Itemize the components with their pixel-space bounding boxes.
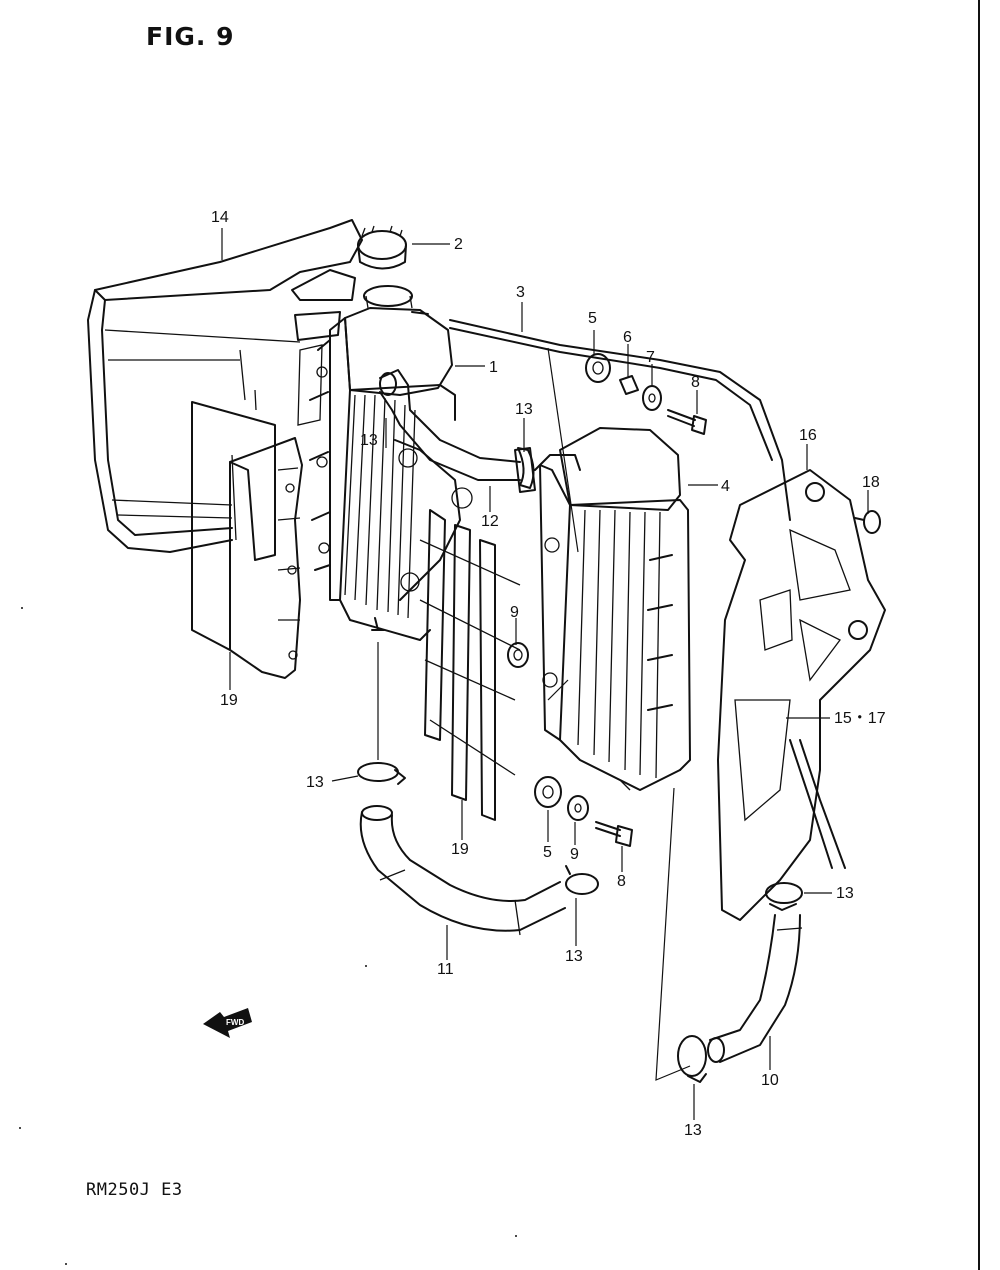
callout-8-lower: 8 xyxy=(617,873,626,890)
callout-19-center: 19 xyxy=(451,841,469,858)
lower-hose-left xyxy=(359,805,566,936)
fwd-label: FWD xyxy=(226,1018,244,1027)
callout-11: 11 xyxy=(437,961,454,978)
radiator-left xyxy=(309,307,473,641)
callout-labels: 14 2 3 5 6 7 8 1 13 13 16 18 4 12 9 19 1… xyxy=(211,209,886,1139)
callout-4: 4 xyxy=(721,478,730,495)
callout-7: 7 xyxy=(646,349,655,366)
callout-13-bottom: 13 xyxy=(684,1122,702,1139)
radiator-cap xyxy=(357,225,407,270)
callout-13-upper-left: 13 xyxy=(360,432,378,449)
radiator-louver-center xyxy=(419,509,521,821)
reference-lines xyxy=(377,347,691,1081)
callout-2: 2 xyxy=(454,236,463,253)
hose-clamps xyxy=(357,447,803,1083)
collar-upper xyxy=(507,642,529,668)
callout-1: 1 xyxy=(489,359,498,376)
radiator-right xyxy=(534,427,691,791)
callout-9-lower: 9 xyxy=(570,846,579,863)
callout-19-left: 19 xyxy=(220,692,238,709)
lower-hose-right xyxy=(707,914,803,1063)
callout-10: 10 xyxy=(761,1072,779,1089)
cover-bolt xyxy=(854,510,881,534)
callout-9-upper: 9 xyxy=(510,604,519,621)
callout-15-17: 15・17 xyxy=(834,710,886,727)
callout-13-lower-center: 13 xyxy=(565,948,583,965)
leader-lines xyxy=(221,228,869,1120)
radiator-shroud-left xyxy=(87,219,363,553)
callout-13-right-clamp: 13 xyxy=(836,885,854,902)
stray-marks xyxy=(19,607,517,1265)
filler-neck xyxy=(363,285,429,315)
callout-3: 3 xyxy=(516,284,525,301)
model-code: RM250J E3 xyxy=(86,1180,183,1200)
radiator-louver-left xyxy=(191,401,303,679)
callout-5-lower: 5 xyxy=(543,844,552,861)
radiator-cover-right xyxy=(717,469,886,921)
callout-16: 16 xyxy=(799,427,817,444)
figure-title: FIG. 9 xyxy=(146,22,235,51)
callout-8: 8 xyxy=(691,374,700,391)
page-border xyxy=(978,0,980,1270)
upper-connecting-hose xyxy=(379,369,536,493)
callout-13-left-clamp: 13 xyxy=(306,774,324,791)
callout-12: 12 xyxy=(481,513,499,530)
callout-5: 5 xyxy=(588,310,597,327)
lower-mount-hardware xyxy=(534,776,633,847)
callout-18: 18 xyxy=(862,474,880,491)
callout-6: 6 xyxy=(623,329,632,346)
breather-hose xyxy=(449,319,846,869)
callout-13-upper-right: 13 xyxy=(515,401,533,418)
fwd-arrow-icon: FWD xyxy=(203,1008,252,1038)
callout-14: 14 xyxy=(211,209,229,226)
